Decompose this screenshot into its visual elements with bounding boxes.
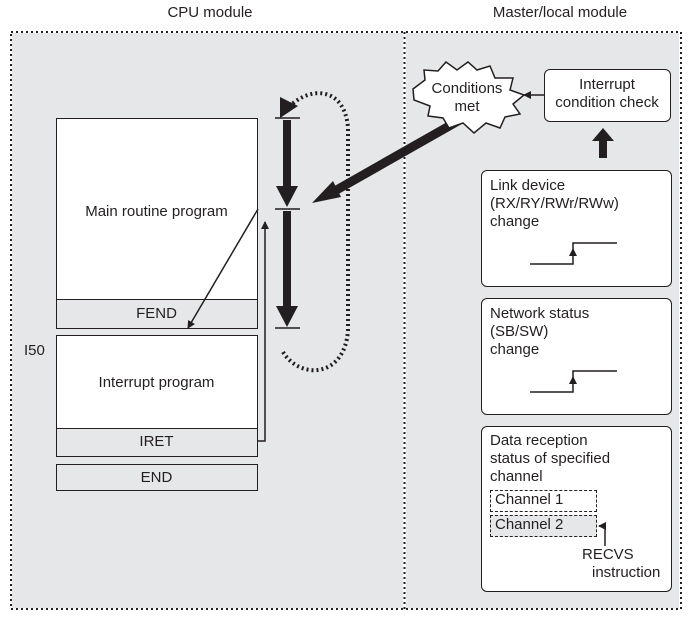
interrupt-request-arrow-shaft — [330, 117, 461, 196]
link-device-box: Link device (RX/RY/RWr/RWw) change — [481, 170, 672, 287]
second-flow-arrowhead — [276, 306, 298, 327]
iret-label: IRET — [139, 433, 174, 450]
conditions-met-burst — [412, 60, 526, 134]
network-status-line2: (SB/SW) — [490, 323, 549, 340]
interrupt-program-block: Interrupt program IRET — [56, 335, 258, 457]
recvs-line1: RECVS — [582, 546, 634, 563]
link-device-line1: Link device — [490, 177, 566, 194]
interrupt-pointer-label: I50 — [24, 342, 45, 359]
channel-2-box: Channel 2 — [490, 515, 597, 537]
interrupt-check-line1: Interrupt — [579, 76, 635, 93]
interrupt-condition-check-box: Interrupt condition check — [544, 69, 671, 122]
channel-2-label: Channel 2 — [495, 516, 564, 533]
end-label: END — [140, 469, 173, 486]
data-reception-line1: Data reception — [490, 432, 588, 449]
link-device-line3: change — [490, 213, 540, 230]
data-reception-line3: channel — [490, 468, 543, 485]
channel-1-label: Channel 1 — [495, 491, 564, 508]
fend-label: FEND — [136, 305, 177, 322]
conditions-met-line1: Conditions — [431, 80, 503, 97]
return-from-interrupt-arrow — [258, 221, 269, 442]
end-block: END — [56, 464, 258, 491]
network-status-line3: change — [490, 341, 540, 358]
channel-1-box: Channel 1 — [490, 490, 597, 512]
recvs-line2: instruction — [592, 564, 661, 581]
link-device-line2: (RX/RY/RWr/RWw) — [490, 195, 619, 212]
recvs-arrow — [598, 522, 606, 546]
master-local-module-header: Master/local module — [492, 4, 628, 21]
conditions-met-line2: met — [454, 98, 480, 115]
data-reception-line2: status of specified — [490, 450, 611, 467]
outer-dotted-border — [10, 31, 682, 610]
jump-to-interrupt-arrow — [187, 208, 259, 329]
up-arrow-to-check — [592, 128, 614, 141]
main-routine-block: Main routine program FEND — [56, 118, 258, 329]
cpu-module-header: CPU module — [167, 4, 253, 21]
interrupt-request-arrowhead — [312, 181, 341, 203]
loop-arrowhead — [280, 97, 298, 118]
network-status-line1: Network status — [490, 305, 590, 322]
interrupt-check-line2: condition check — [555, 94, 659, 111]
iret-row: IRET — [57, 428, 257, 456]
fend-row: FEND — [57, 299, 257, 328]
network-status-box: Network status (SB/SW) change — [481, 298, 672, 415]
interrupt-program-label: Interrupt program — [98, 374, 215, 391]
dotted-cycle-loop — [281, 91, 350, 373]
main-routine-label: Main routine program — [85, 203, 228, 220]
main-flow-arrowhead — [276, 186, 298, 207]
